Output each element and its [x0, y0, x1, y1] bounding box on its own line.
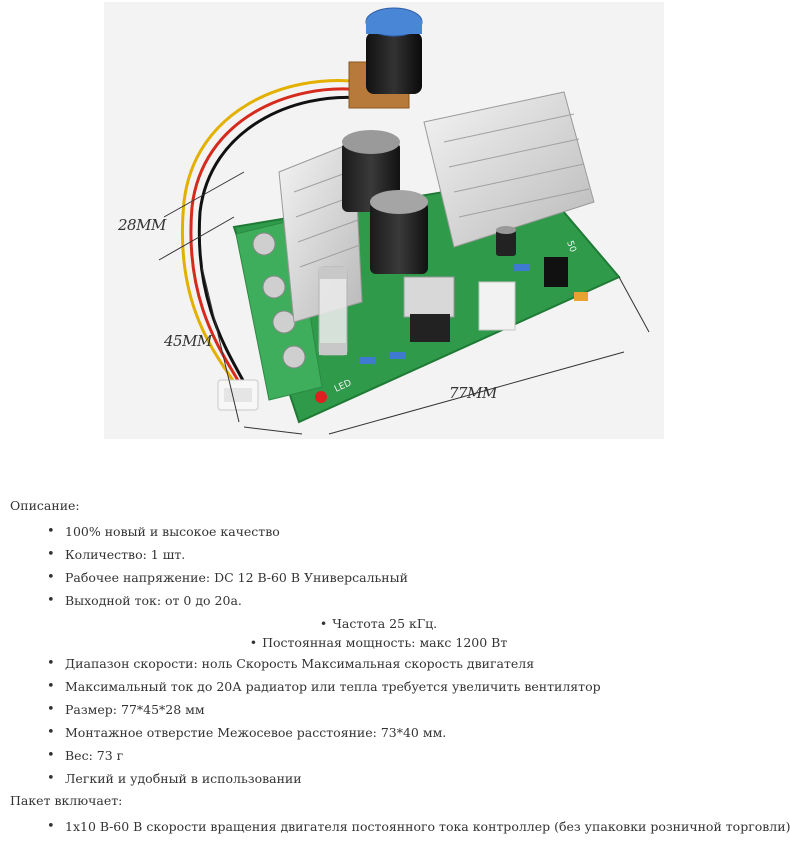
led — [315, 391, 327, 403]
list-item: Рабочее напряжение: DC 12 В-60 В Универс… — [47, 566, 408, 589]
pcb-marking-50: 50 — [564, 240, 577, 254]
package-heading: Пакет включает: — [10, 793, 123, 808]
bullet-icon: • — [249, 635, 258, 650]
list-item: Выходной ток: от 0 до 20а. — [47, 589, 408, 612]
heatsink-right — [423, 91, 595, 248]
list-item: Вес: 73 г — [47, 744, 601, 767]
list-item: •Постоянная мощность: макс 1200 Вт — [249, 635, 508, 650]
dimension-label-height: 28MM — [117, 216, 167, 234]
list-item: Легкий и удобный в использовании — [47, 767, 601, 790]
list-item: 100% новый и высокое качество — [47, 520, 408, 543]
bullet-icon: • — [319, 616, 328, 631]
dimension-label-length: 77MM — [449, 384, 498, 402]
wire-connector — [217, 379, 259, 411]
ic-chip — [544, 257, 568, 287]
dimension-label-width: 45MM — [163, 332, 213, 350]
spec-list-2: Диапазон скорости: ноль Скорость Максима… — [47, 652, 601, 790]
mosfet — [403, 276, 455, 342]
list-item: 1x10 В-60 В скорости вращения двигателя … — [47, 815, 790, 838]
potentiometer — [348, 7, 423, 109]
fuse — [318, 266, 348, 356]
capacitor-small — [496, 226, 516, 256]
spec-list-1: 100% новый и высокое качество Количество… — [47, 520, 408, 612]
list-item: •Частота 25 кГц. — [319, 616, 438, 631]
capacitor-2 — [370, 190, 428, 274]
list-item: Диапазон скорости: ноль Скорость Максима… — [47, 652, 601, 675]
list-item: Монтажное отверстие Межосевое расстояние… — [47, 721, 601, 744]
spec-list-centered: •Частота 25 кГц. •Постоянная мощность: м… — [0, 614, 757, 652]
package-list: 1x10 В-60 В скорости вращения двигателя … — [47, 815, 790, 838]
description-heading: Описание: — [10, 498, 80, 513]
wire-harness — [181, 79, 363, 387]
list-item: Максимальный ток до 20А радиатор или теп… — [47, 675, 601, 698]
dimension-lines — [158, 171, 650, 435]
product-image: LED 50 28MM 45MM 77MM — [104, 2, 664, 439]
header-connector — [478, 281, 516, 331]
list-item: Количество: 1 шт. — [47, 543, 408, 566]
list-item: Размер: 77*45*28 мм — [47, 698, 601, 721]
